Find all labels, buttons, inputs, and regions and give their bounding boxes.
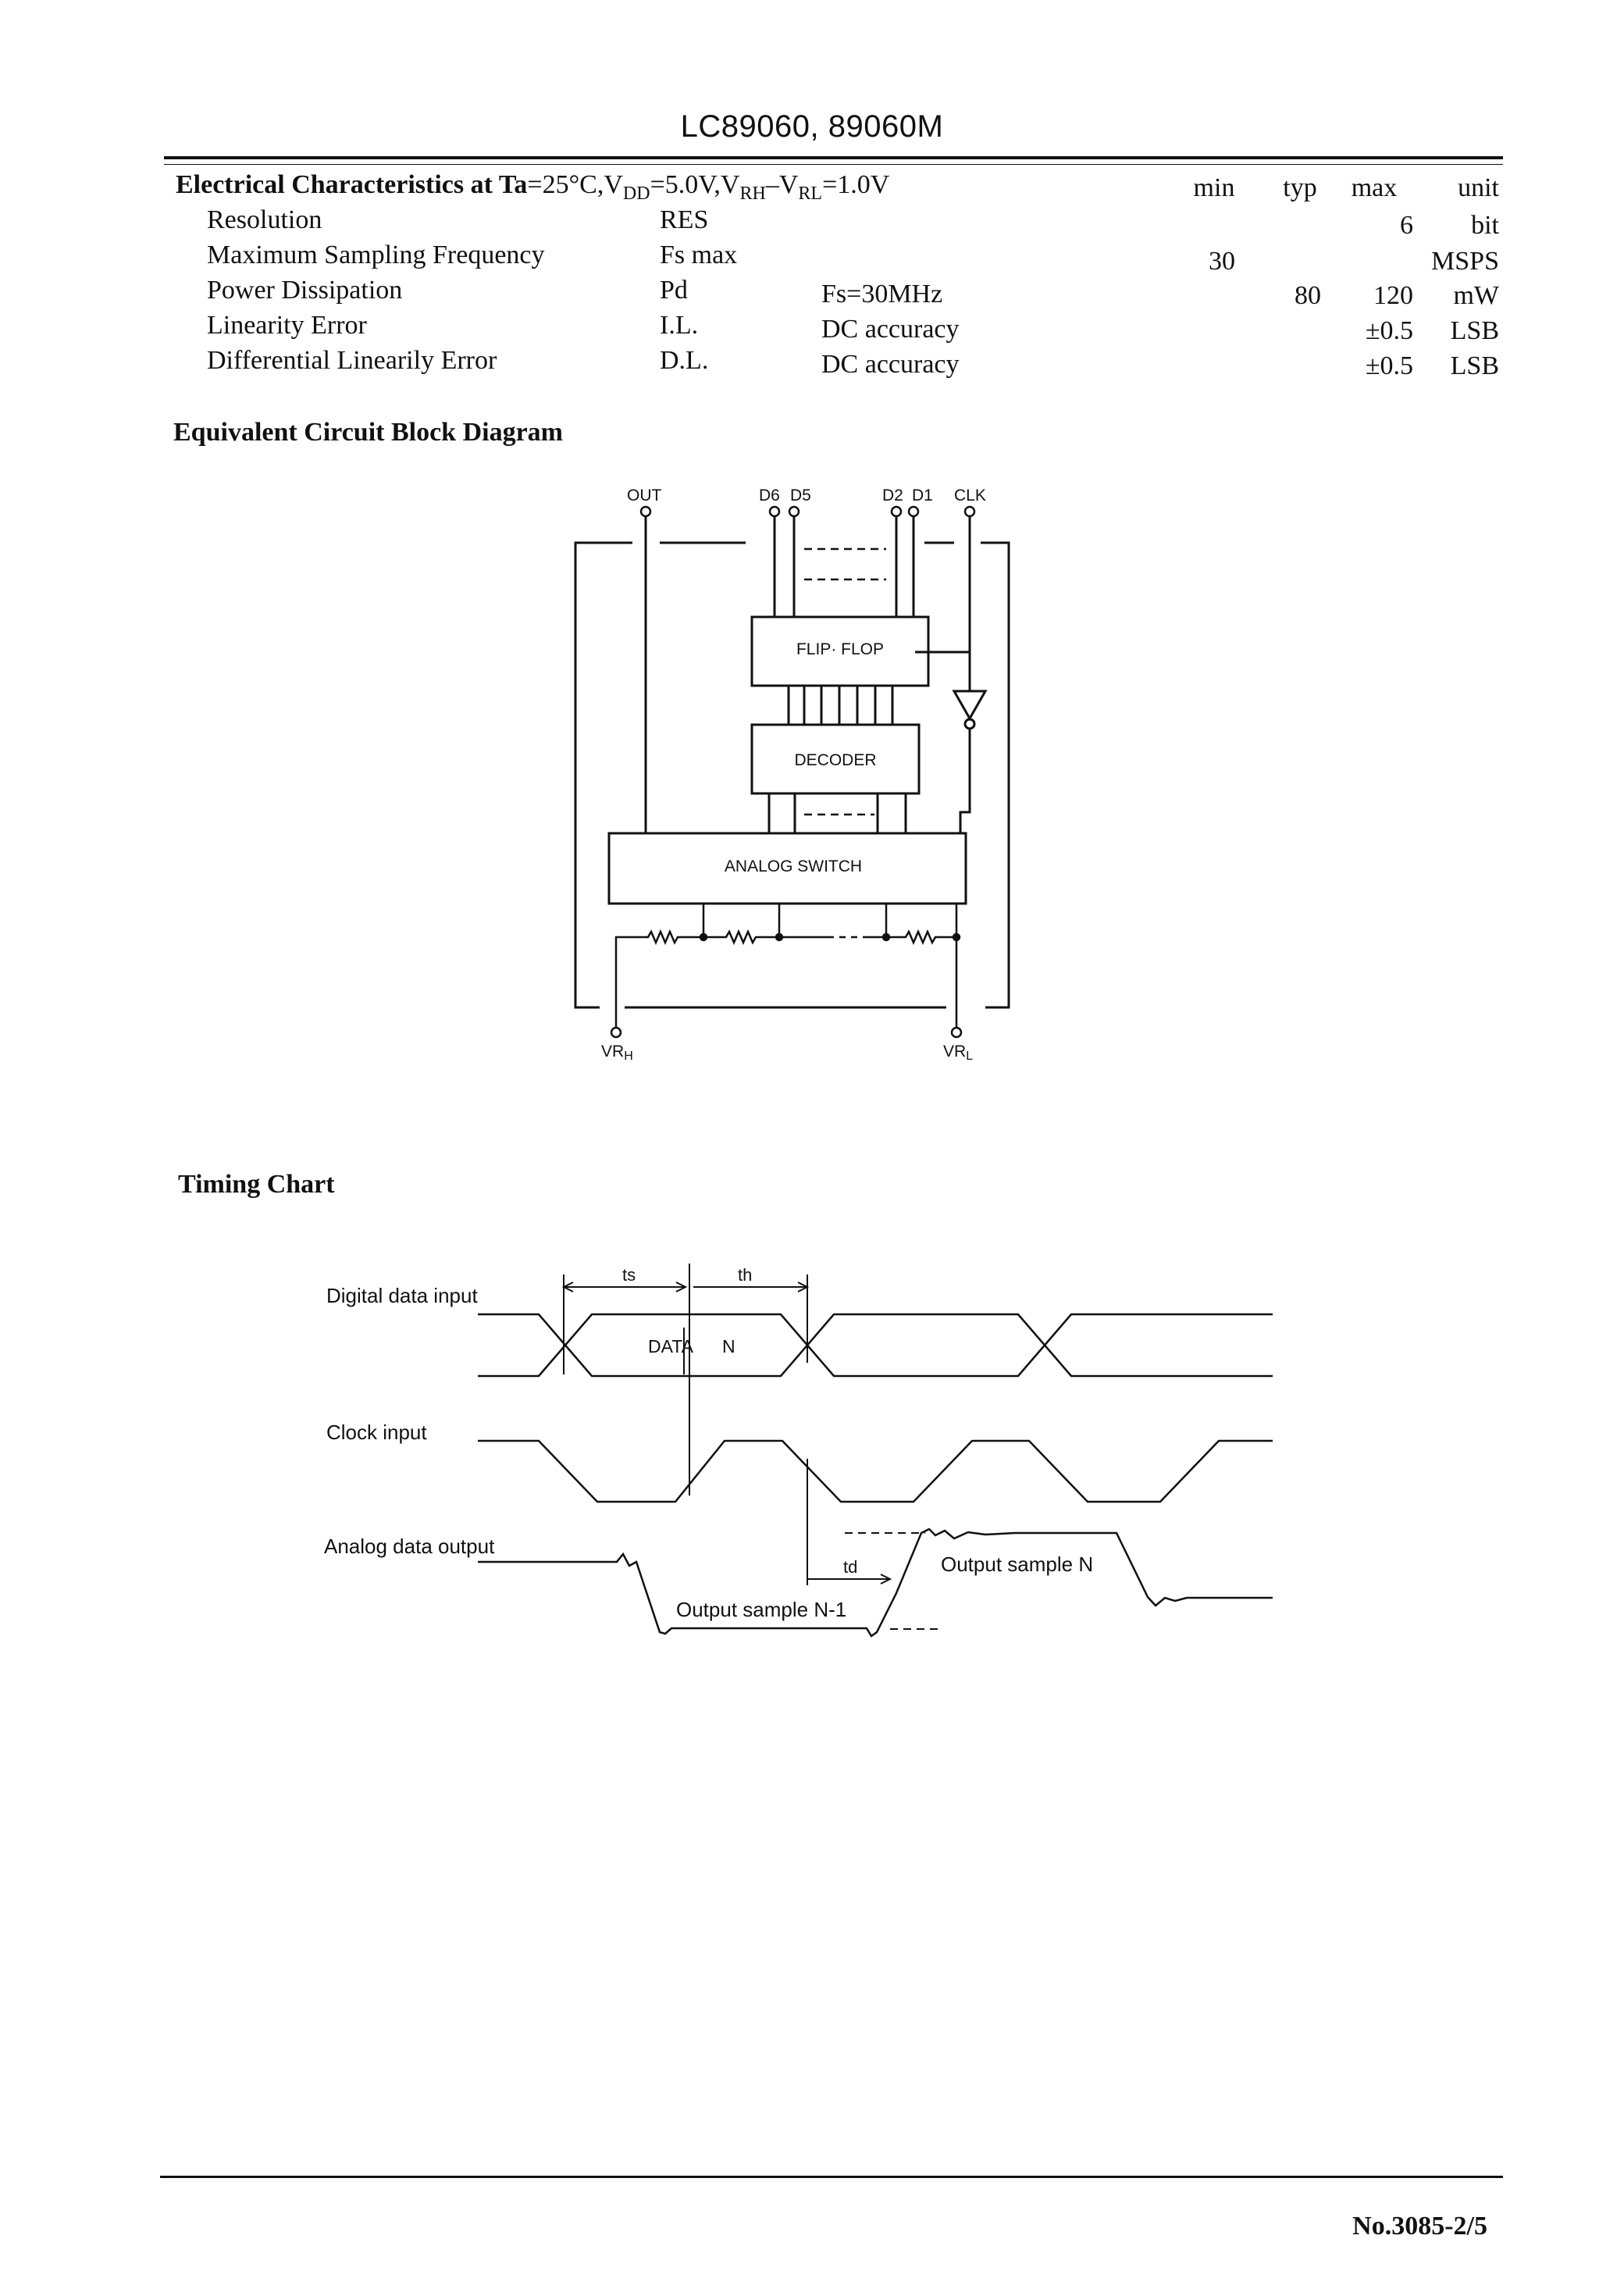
electrical-characteristics-title: Electrical Characteristics at Ta=25°C,VD… <box>176 170 890 204</box>
spec-max: ±0.5 <box>1365 316 1413 345</box>
pin-d2-label: D2 <box>882 487 903 504</box>
footer-rule <box>160 2176 1503 2178</box>
column-header-max: max <box>1351 173 1398 202</box>
pin-vrh-label: VRH <box>601 1043 633 1063</box>
spec-parameter: Maximum Sampling Frequency <box>207 241 545 269</box>
timing-chart-title: Timing Chart <box>178 1170 335 1199</box>
spec-unit: mW <box>1453 281 1499 310</box>
block-diagram-title: Equivalent Circuit Block Diagram <box>173 418 563 447</box>
n-label: N <box>722 1336 735 1356</box>
analog-switch-label: ANALOG SWITCH <box>725 857 862 875</box>
pin-d5-label: D5 <box>790 487 811 504</box>
spec-max: ±0.5 <box>1365 351 1413 380</box>
th-label: th <box>738 1265 752 1285</box>
column-header-typ: typ <box>1283 173 1317 202</box>
setup-hold-markers <box>561 1264 810 1495</box>
spec-symbol: D.L. <box>660 346 709 375</box>
pin-out-label: OUT <box>627 487 662 504</box>
spec-parameter: Linearity Error <box>207 311 367 340</box>
spec-max: 120 <box>1373 281 1413 310</box>
delay-marker <box>807 1459 941 1630</box>
output-sample-n-label: Output sample N <box>941 1553 1093 1576</box>
pin-vrl-label: VRL <box>943 1043 973 1063</box>
digital-data-waveform <box>478 1313 1273 1378</box>
resistor-ladder <box>614 904 961 1028</box>
decoder-label: DECODER <box>794 751 876 769</box>
td-label: td <box>843 1557 857 1577</box>
spec-parameter: Power Dissipation <box>207 276 403 305</box>
bus-dashes <box>804 547 886 816</box>
spec-parameter: Differential Linearily Error <box>207 346 497 375</box>
spec-condition: Fs=30MHz <box>821 280 943 308</box>
flip-flop-label: FLIP· FLOP <box>796 640 884 658</box>
decoder-block <box>750 723 921 795</box>
output-sample-n1-label: Output sample N-1 <box>676 1598 846 1621</box>
spec-unit: LSB <box>1450 351 1499 380</box>
header-rule-thin <box>164 164 1503 165</box>
analog-output-label: Analog data output <box>324 1535 495 1558</box>
spec-symbol: I.L. <box>660 311 699 340</box>
spec-symbol: RES <box>660 205 709 234</box>
pin-d1-label: D1 <box>912 487 933 504</box>
pin-terminals <box>610 505 976 1039</box>
clock-waveform <box>478 1439 1273 1503</box>
analog-output-waveform <box>478 1528 1273 1638</box>
clock-input-label: Clock input <box>326 1421 427 1444</box>
decoder-switch-bus <box>767 793 907 833</box>
spec-typ: 80 <box>1295 281 1321 310</box>
package-outline <box>574 541 1010 1009</box>
spec-unit: LSB <box>1450 316 1499 345</box>
spec-unit: bit <box>1471 211 1499 240</box>
header-rule <box>164 156 1503 159</box>
pin-d6-label: D6 <box>759 487 780 504</box>
document-header-part-number: LC89060, 89060M <box>680 109 944 144</box>
spec-min: 30 <box>1209 247 1235 276</box>
spec-symbol: Fs max <box>660 241 738 269</box>
page-number: No.3085-2/5 <box>1352 2212 1487 2241</box>
digital-input-label: Digital data input <box>326 1284 478 1307</box>
spec-max: 6 <box>1400 211 1413 240</box>
pin-clk-label: CLK <box>954 487 986 504</box>
analog-switch-block <box>607 832 967 905</box>
spec-parameter: Resolution <box>207 205 322 234</box>
data-lines <box>644 516 971 833</box>
spec-unit: MSPS <box>1431 247 1499 276</box>
ts-label: ts <box>622 1265 636 1285</box>
spec-symbol: Pd <box>660 276 688 305</box>
spec-condition: DC accuracy <box>821 315 960 344</box>
data-label: DATA <box>648 1336 694 1356</box>
spec-condition: DC accuracy <box>821 350 960 379</box>
column-header-min: min <box>1193 173 1235 202</box>
clock-buffer-icon <box>952 652 988 833</box>
ff-decoder-bus <box>787 686 894 725</box>
column-header-unit: unit <box>1458 173 1499 202</box>
